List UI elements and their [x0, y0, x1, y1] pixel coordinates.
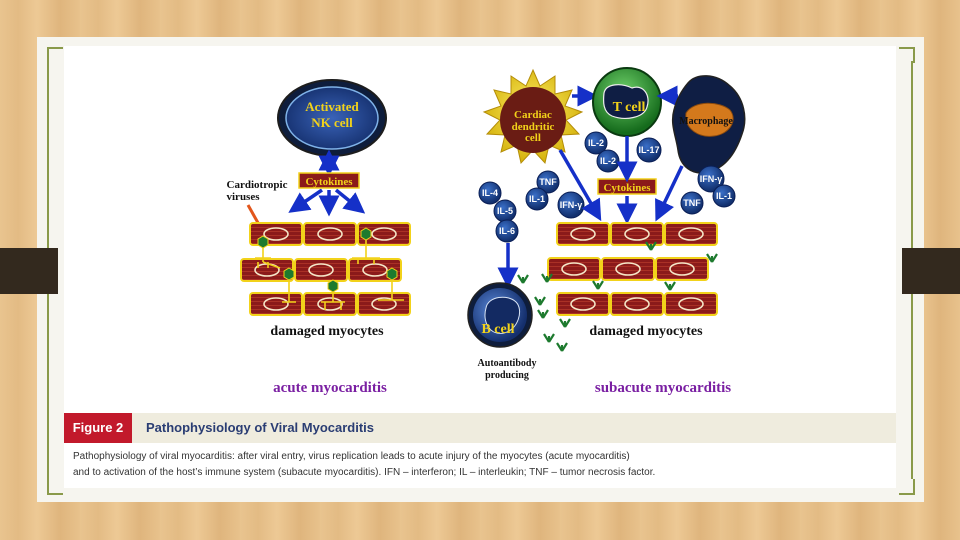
myocyte	[611, 293, 663, 315]
autoantibody-label-line2: producing	[485, 370, 529, 381]
b-cell: B cell	[468, 283, 532, 347]
bubble-il17: IL-17	[637, 138, 661, 162]
subacute-cytokines-label: Cytokines	[603, 182, 651, 194]
figure-number-tag: Figure 2	[64, 413, 132, 443]
nk-label-line1: Activated	[305, 99, 359, 114]
myocyte	[665, 223, 717, 245]
svg-text:IL-2: IL-2	[600, 156, 616, 166]
svg-text:IL-6: IL-6	[499, 226, 515, 236]
subacute-cytokines-box: Cytokines	[598, 179, 656, 194]
figure-title: Pathophysiology of Viral Myocarditis	[146, 413, 374, 443]
svg-text:IFN-γ: IFN-γ	[560, 200, 583, 210]
myocyte	[665, 293, 717, 315]
myocyte	[295, 259, 347, 281]
acute-damaged-label: damaged myocytes	[270, 324, 384, 339]
svg-text:TNF: TNF	[683, 198, 701, 208]
svg-text:IL-2: IL-2	[588, 138, 604, 148]
svg-text:IFN-γ: IFN-γ	[700, 174, 723, 184]
bubble-il5: IL-5	[494, 200, 516, 222]
nk-cell: Activated NK cell	[278, 80, 386, 156]
autoantibody-label-line1: Autoantibody	[478, 358, 537, 369]
svg-text:IL-4: IL-4	[482, 188, 498, 198]
subacute-damaged-label: damaged myocytes	[589, 324, 703, 339]
bubble-tnf-right: TNF	[681, 192, 703, 214]
subacute-myocytes	[548, 223, 717, 315]
bubble-il4: IL-4	[479, 182, 501, 204]
macrophage-label: Macrophage	[679, 116, 733, 127]
virus-label-line1: Cardiotropic	[227, 179, 288, 191]
macrophage: Macrophage	[673, 76, 745, 173]
figure-caption: Pathophysiology of viral myocarditis: af…	[73, 449, 883, 481]
acute-cytokines-box: Cytokines	[299, 173, 359, 188]
subacute-title: subacute myocarditis	[595, 380, 731, 396]
virus-label-line2: viruses	[227, 191, 261, 203]
bubble-ifn-left: IFN-γ	[558, 192, 584, 218]
myocyte	[304, 223, 356, 245]
t-cell: T cell	[593, 68, 661, 136]
tcell-label: T cell	[613, 100, 646, 115]
svg-text:IL-1: IL-1	[716, 191, 732, 201]
svg-text:IL-5: IL-5	[497, 206, 513, 216]
nk-label-line2: NK cell	[311, 115, 353, 130]
svg-text:IL-17: IL-17	[638, 145, 659, 155]
bubble-il2b: IL-2	[597, 150, 619, 172]
dendritic-cell: Cardiac dendritic cell	[484, 70, 582, 163]
acute-cytokines-label: Cytokines	[305, 176, 353, 188]
myocyte	[304, 293, 356, 315]
dendritic-label-line1: Cardiac	[514, 109, 552, 121]
acute-title: acute myocarditis	[273, 380, 387, 396]
svg-text:IL-1: IL-1	[529, 194, 545, 204]
myocyte	[358, 293, 410, 315]
bcell-label: B cell	[481, 322, 514, 337]
myocyte	[548, 258, 600, 280]
bubble-il1-left: IL-1	[526, 188, 548, 210]
myocyte	[656, 258, 708, 280]
myocyte	[250, 293, 302, 315]
caption-line-2: and to activation of the host’s immune s…	[73, 465, 883, 481]
myocyte	[602, 258, 654, 280]
bubble-il1-right: IL-1	[713, 185, 735, 207]
myocyte	[557, 293, 609, 315]
bubble-il6: IL-6	[496, 220, 518, 242]
svg-text:TNF: TNF	[539, 177, 557, 187]
myocyte	[557, 223, 609, 245]
dendritic-label-line3: cell	[525, 132, 541, 144]
caption-line-1: Pathophysiology of viral myocarditis: af…	[73, 449, 883, 465]
